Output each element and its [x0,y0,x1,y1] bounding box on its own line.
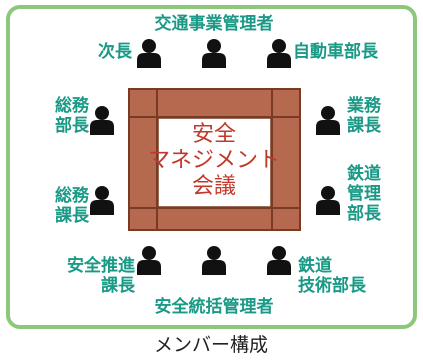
label-bottom-left: 安全推進 課長 [67,256,135,296]
label-top-right: 自動車部長 [293,42,378,62]
label-top-left: 次長 [98,42,132,62]
label-right-lower: 鉄道 管理 部長 [347,164,381,224]
table-center-panel [157,117,272,208]
table-title-line1: 安全 [191,122,237,147]
label-right-upper: 業務 課長 [347,96,381,136]
label-left-lower: 総務 課長 [55,186,89,226]
caption: メンバー構成 [153,334,269,356]
label-bottom-center: 安全統括管理者 [154,297,274,317]
table-title-line2: マネジメント [147,148,281,173]
label-bottom-right: 鉄道 技術部長 [298,256,366,296]
label-top-center: 交通事業管理者 [154,14,274,34]
table-title-line3: 会議 [191,174,237,199]
conference-table [128,88,301,231]
label-left-upper: 総務 部長 [55,96,89,136]
table-title: 安全 マネジメント 会議 [148,122,280,200]
